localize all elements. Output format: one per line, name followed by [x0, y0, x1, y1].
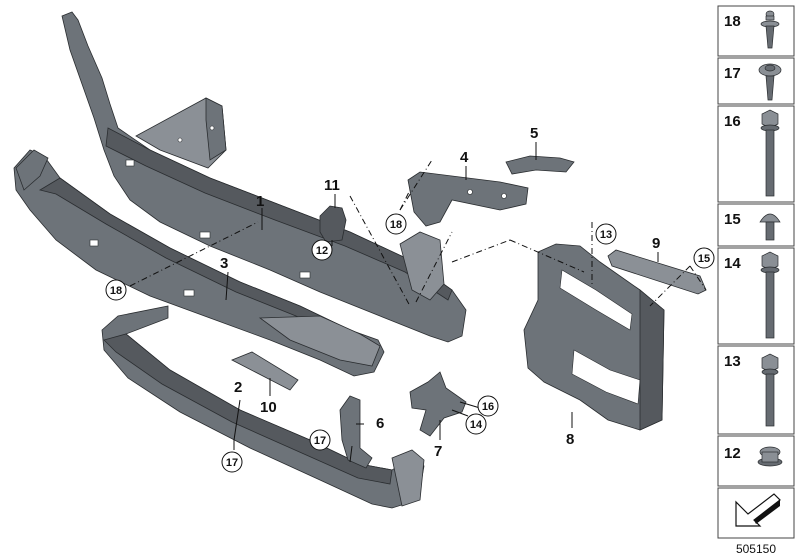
- legend-cell-13: 13: [717, 345, 795, 435]
- svg-text:17: 17: [724, 65, 741, 82]
- svg-text:13: 13: [724, 353, 741, 370]
- part-label: 10: [260, 399, 277, 416]
- svg-text:18: 18: [390, 219, 402, 231]
- callout: 16: [477, 395, 499, 417]
- fastener-legend: 18 17 16: [717, 5, 795, 539]
- callout: 15: [693, 247, 715, 269]
- callout: 12: [311, 239, 333, 261]
- part-label: 5: [530, 125, 538, 142]
- hex-bolt-icon: [760, 109, 780, 197]
- part-label: 2: [234, 379, 242, 396]
- part-label: 6: [376, 415, 384, 432]
- legend-cell-16: 16: [717, 105, 795, 203]
- callout: 17: [309, 429, 331, 451]
- callout: 18: [105, 279, 127, 301]
- part-label: 3: [220, 255, 228, 272]
- svg-text:17: 17: [314, 435, 326, 447]
- svg-text:18: 18: [110, 285, 122, 297]
- callout: 14: [465, 413, 487, 435]
- part-5-bracket: [505, 155, 575, 175]
- svg-text:14: 14: [724, 255, 741, 272]
- part-3-carrier: [13, 149, 385, 377]
- svg-text:18: 18: [724, 13, 741, 30]
- part-1-carrier: [61, 11, 467, 343]
- part-label: 4: [460, 149, 469, 166]
- part-11-buffer: [319, 205, 347, 243]
- part-6-bracket: [339, 395, 373, 469]
- part-7-bracket: [409, 371, 467, 437]
- callouts: 18 12 17 17 18 13 15 14: [105, 213, 715, 473]
- part-label: 7: [434, 443, 442, 460]
- part-label: 9: [652, 235, 660, 252]
- part-10-plate: [231, 351, 299, 391]
- svg-text:15: 15: [698, 253, 710, 265]
- legend-cell-12: 12: [717, 435, 795, 487]
- svg-text:12: 12: [316, 245, 328, 257]
- svg-text:16: 16: [482, 401, 494, 413]
- svg-text:15: 15: [724, 211, 741, 228]
- part-label: 1: [256, 193, 264, 210]
- svg-text:16: 16: [724, 113, 741, 130]
- svg-text:14: 14: [470, 419, 483, 431]
- diagram-id: 505150: [735, 542, 776, 556]
- svg-text:13: 13: [600, 229, 612, 241]
- svg-text:17: 17: [226, 457, 238, 469]
- part-label: 8: [566, 431, 574, 448]
- callout: 13: [595, 223, 617, 245]
- legend-cell-15: 15: [717, 203, 795, 247]
- legend-cell-arrow: [717, 487, 795, 539]
- direction-arrow-icon: [735, 493, 781, 527]
- legend-cell-17: 17: [717, 57, 795, 105]
- leader-lines: [129, 142, 707, 463]
- flange-nut-icon: [757, 446, 783, 467]
- hex-bolt-icon: [760, 251, 780, 339]
- part-labels: 1 2 3 4 5 6 7 8 9 10 11: [220, 125, 660, 460]
- legend-cell-14: 14: [717, 247, 795, 345]
- button-head-screw-icon: [759, 213, 781, 241]
- push-rivet-icon: [760, 10, 780, 49]
- legend-cell-18: 18: [717, 5, 795, 57]
- part-8-frame: [523, 243, 665, 431]
- hex-bolt-icon: [761, 353, 779, 427]
- svg-text:12: 12: [724, 445, 741, 462]
- part-4-bracket: [407, 171, 529, 227]
- callout: 18: [385, 213, 407, 235]
- callout: 17: [221, 451, 243, 473]
- part-label: 11: [324, 177, 340, 194]
- collar-screw-icon: [758, 63, 782, 101]
